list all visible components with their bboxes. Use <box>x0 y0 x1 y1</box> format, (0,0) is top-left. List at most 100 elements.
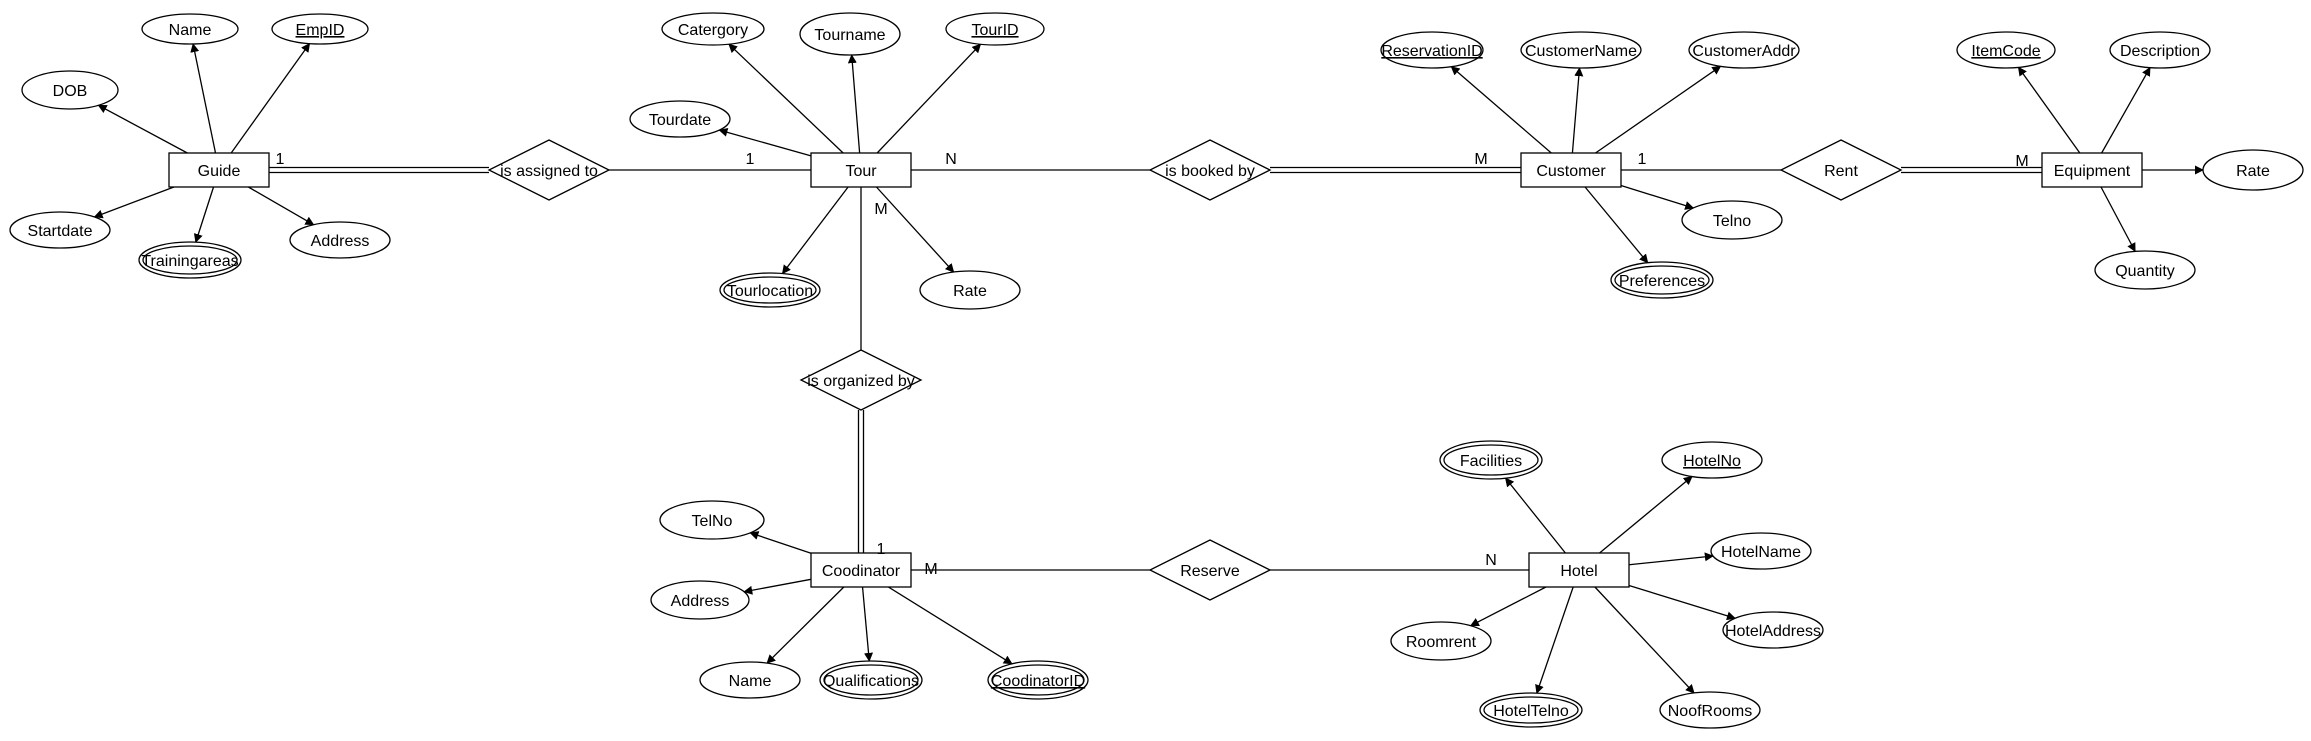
attribute-t-tourdate[interactable]: Tourdate <box>629 100 731 138</box>
g-training-arrow <box>193 186 215 243</box>
attribute-c-addr[interactable]: CustomerAddr <box>1688 31 1800 69</box>
entity-tour[interactable]: Tour <box>810 152 912 188</box>
relationship-diamond <box>1148 539 1272 601</box>
attribute-h-noofrooms[interactable]: NoofRooms <box>1659 691 1761 729</box>
attribute-ellipse <box>289 221 391 259</box>
attribute-co-telno[interactable]: TelNo <box>659 500 765 540</box>
attribute-h-facilities[interactable]: Facilities <box>1439 440 1543 480</box>
attribute-t-tourlocation[interactable]: Tourlocation <box>719 272 821 308</box>
attribute-label: Catergory <box>678 22 748 39</box>
card-tour-1: 1 <box>746 151 755 168</box>
attribute-c-telno[interactable]: Telno <box>1681 200 1783 240</box>
entity-label: Customer <box>1536 163 1606 180</box>
entity-guide[interactable]: Guide <box>168 152 270 188</box>
attribute-e-itemcode[interactable]: ItemCode <box>1956 31 2056 69</box>
attribute-c-prefs[interactable]: Preferences <box>1610 261 1714 299</box>
attribute-label: HotelNo <box>1683 453 1741 470</box>
relationship-organized[interactable]: is organized by <box>799 349 923 411</box>
attribute-co-address[interactable]: Address <box>650 580 750 620</box>
entity-box <box>810 152 912 188</box>
c-prefs-arrow <box>1584 186 1649 264</box>
attribute-label: Facilities <box>1460 453 1522 470</box>
attribute-ellipse <box>629 100 731 138</box>
entity-label: Coodinator <box>822 563 901 580</box>
attribute-h-hoteladdress[interactable]: HotelAddress <box>1722 611 1824 649</box>
attribute-ellipse <box>1722 611 1824 649</box>
attribute-label: HotelAddress <box>1725 623 1821 640</box>
attribute-co-name[interactable]: Name <box>699 661 801 699</box>
co-quals-arrow <box>861 586 874 662</box>
c-addr-arrow <box>1595 65 1722 154</box>
multivalued-ring <box>823 664 919 696</box>
attribute-h-roomrent[interactable]: Roomrent <box>1390 621 1492 661</box>
attribute-ellipse <box>919 270 1021 310</box>
attribute-label: Description <box>2120 43 2200 60</box>
g-startdate-arrow <box>93 186 175 219</box>
attribute-ellipse <box>659 500 765 540</box>
attribute-ellipse <box>699 661 801 699</box>
attribute-label: CoodinatorID <box>991 673 1085 690</box>
attribute-g-startdate[interactable]: Startdate <box>9 211 111 249</box>
attribute-label: Preferences <box>1619 273 1705 290</box>
attribute-ellipse <box>21 70 119 110</box>
c-telno-arrow <box>1620 184 1695 210</box>
attribute-label: Name <box>169 22 212 39</box>
attribute-label: Address <box>671 593 730 610</box>
attribute-h-hotelname[interactable]: HotelName <box>1710 532 1812 570</box>
entity-customer[interactable]: Customer <box>1520 152 1622 188</box>
attribute-label: Tourdate <box>649 112 711 129</box>
relationship-diamond <box>1779 139 1903 201</box>
multivalued-ring <box>991 664 1085 696</box>
attribute-label: EmpID <box>296 22 345 39</box>
entity-coodinator[interactable]: Coodinator <box>810 552 912 588</box>
attribute-e-quantity[interactable]: Quantity <box>2094 250 2196 290</box>
relationship-booked[interactable]: is booked by <box>1148 139 1272 201</box>
attribute-g-training[interactable]: Trainingareas <box>138 241 242 279</box>
attribute-g-address[interactable]: Address <box>289 221 391 259</box>
attribute-co-id[interactable]: CoodinatorID <box>987 660 1089 700</box>
attribute-ellipse <box>2202 149 2304 191</box>
co-telno-arrow <box>749 531 812 554</box>
attribute-h-hoteltelno[interactable]: HotelTelno <box>1479 692 1583 728</box>
relationship-reserve[interactable]: Reserve <box>1148 539 1272 601</box>
attribute-g-empid[interactable]: EmpID <box>271 13 369 45</box>
attribute-label: HotelName <box>1721 544 1801 561</box>
attribute-t-tourname[interactable]: Tourname <box>799 12 901 56</box>
multivalued-ring <box>1614 265 1710 295</box>
attribute-label: CustomerName <box>1525 43 1637 60</box>
entity-equipment[interactable]: Equipment <box>2041 152 2143 188</box>
attribute-t-tourid[interactable]: TourID <box>945 12 1045 46</box>
c-resid-arrow <box>1450 66 1552 154</box>
card-tour-m: M <box>874 201 887 218</box>
attribute-ellipse <box>1390 621 1492 661</box>
attribute-label: Quantity <box>2115 263 2175 280</box>
attribute-h-hotelno[interactable]: HotelNo <box>1661 441 1763 479</box>
attribute-ellipse <box>799 12 901 56</box>
attribute-t-rate[interactable]: Rate <box>919 270 1021 310</box>
relationship-label: Rent <box>1824 163 1858 180</box>
attribute-c-resid[interactable]: ReservationID <box>1380 31 1484 69</box>
entity-label: Tour <box>845 163 877 180</box>
attribute-c-name[interactable]: CustomerName <box>1520 31 1642 69</box>
attribute-ellipse <box>1380 31 1484 69</box>
entity-hotel[interactable]: Hotel <box>1528 552 1630 588</box>
attribute-e-description[interactable]: Description <box>2109 31 2211 69</box>
card-hotel-n: N <box>1485 552 1497 569</box>
attribute-label: Trainingareas <box>141 253 238 270</box>
attribute-g-name[interactable]: Name <box>141 13 239 45</box>
attribute-e-rate[interactable]: Rate <box>2202 149 2304 191</box>
relationship-rent[interactable]: Rent <box>1779 139 1903 201</box>
h-roomrent-arrow <box>1469 586 1547 627</box>
h-facilities-arrow <box>1505 477 1566 554</box>
relationship-assigned[interactable]: is assigned to <box>487 139 611 201</box>
attribute-g-dob[interactable]: DOB <box>21 70 119 110</box>
co-id-arrow <box>888 586 1013 665</box>
l-booked-customer-link <box>1270 166 1521 174</box>
e-quantity-arrow <box>2100 186 2136 253</box>
attribute-co-quals[interactable]: Qualifications <box>819 660 923 700</box>
card-customer-m: M <box>1474 151 1487 168</box>
attribute-t-category[interactable]: Catergory <box>661 12 765 46</box>
